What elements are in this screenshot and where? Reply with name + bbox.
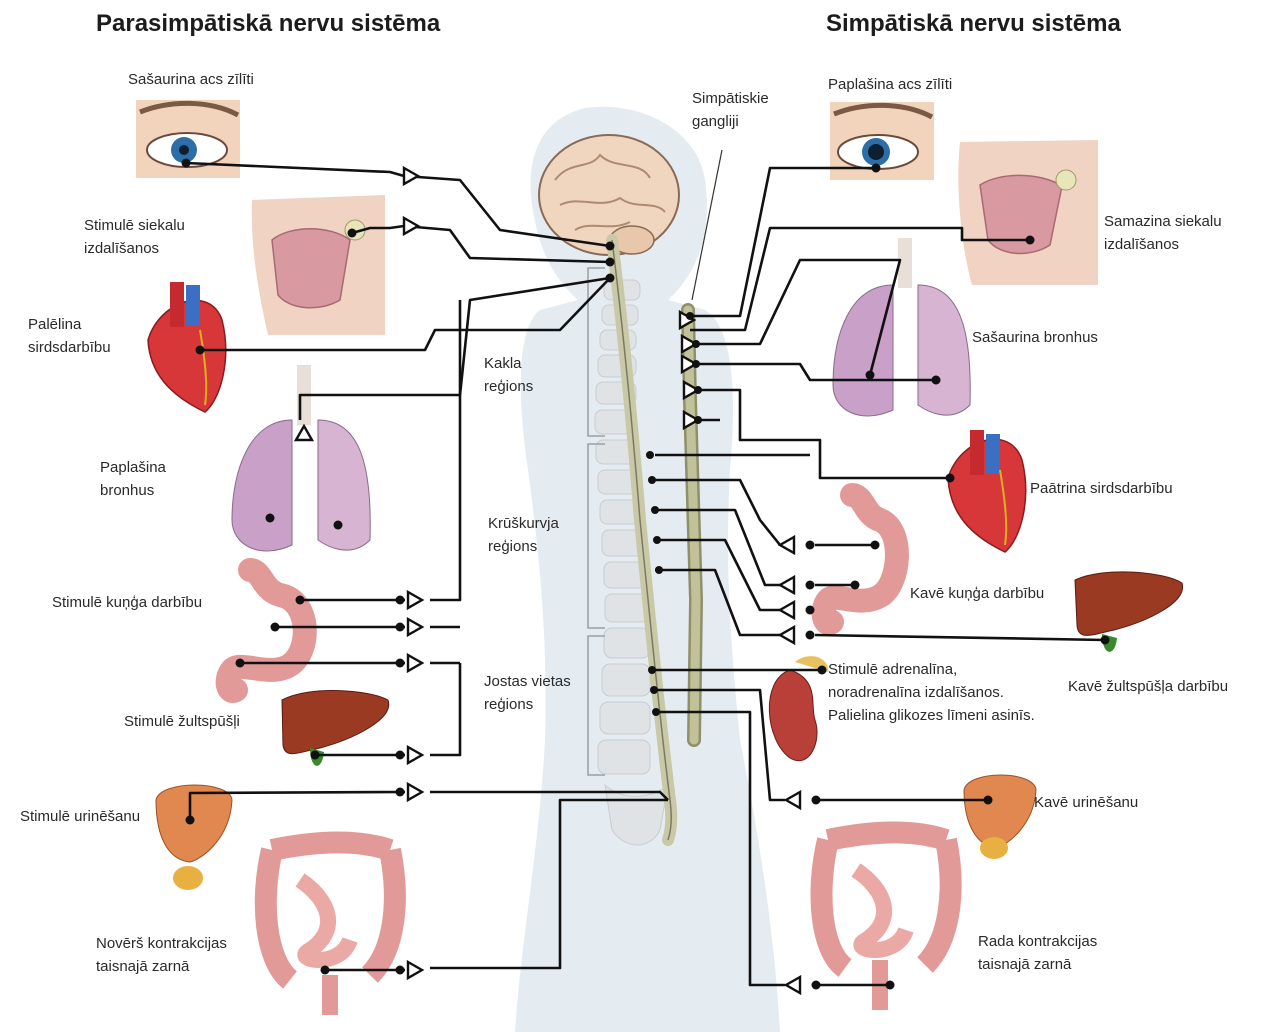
lungs-right xyxy=(833,238,970,416)
stomach-left xyxy=(228,570,305,691)
para-stomach-label: Stimulē kuņģa darbību xyxy=(52,591,202,614)
lungs-left xyxy=(232,365,370,551)
heart-right xyxy=(948,430,1026,552)
para-gallbladder-label: Stimulē žultspūšļi xyxy=(124,710,240,733)
salivary-head-left xyxy=(252,195,385,335)
para-urination-label: Stimulē urinēšanu xyxy=(20,805,140,828)
stomach-right xyxy=(824,495,897,623)
symp-urination-label: Kavē urinēšanu xyxy=(1034,791,1138,814)
para-pupils-label: Sašaurina acs zīlīti xyxy=(128,68,254,91)
heart-left xyxy=(148,282,226,412)
salivary-head-right xyxy=(958,140,1098,285)
symp-gallbladder-label: Kavē žultspūšļa darbību xyxy=(1068,675,1228,698)
symp-adrenal-label: Stimulē adrenalīna,noradrenalīna izdalīš… xyxy=(828,658,1035,727)
symp-pupils-label: Paplašina acs zīlīti xyxy=(828,73,952,96)
intestines-left xyxy=(266,843,395,1016)
symp-stomach-label: Kavē kuņģa darbību xyxy=(910,582,1044,605)
sympathetic-title: Simpātiskā nervu sistēma xyxy=(826,10,1121,38)
bladder-right xyxy=(964,775,1036,859)
symp-bronchi-label: Sašaurina bronhus xyxy=(972,326,1098,349)
bladder-left xyxy=(156,785,232,890)
parasympathetic-title: Parasimpātiskā nervu sistēma xyxy=(96,10,440,38)
symp-heart-label: Paātrina sirdsdarbību xyxy=(1030,477,1173,500)
